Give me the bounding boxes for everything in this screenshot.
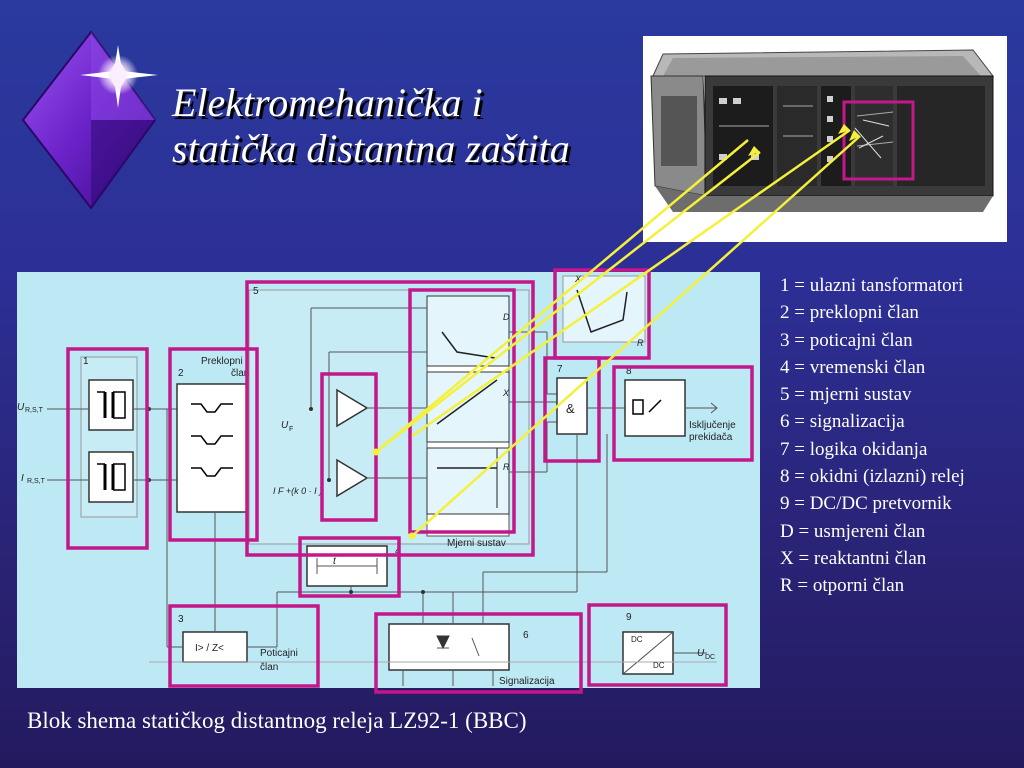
x-label: X [502,388,510,398]
u-rst-label: U [17,402,25,413]
r-char-label: R [637,338,644,348]
slide-caption: Blok shema statičkog distantnog releja L… [27,708,527,733]
title-line-1: Elektromehanička i [172,80,483,125]
block-diagram-drawing: 1 2 3 4 5 6 7 8 9 Preklopni član Poticaj… [17,274,736,687]
preklopni-clan-label: član [231,368,249,379]
legend-list: 1 = ulazni tansformatori 2 = preklopni č… [780,272,1020,600]
prekidaca-label: prekidača [689,432,733,443]
legend-item: X = reaktantni član [780,547,927,569]
i-rst-label: I [21,473,24,484]
legend-item: 5 = mjerni sustav [780,384,912,406]
block-1-number: 1 [83,356,89,367]
block-5-number: 5 [253,286,259,297]
mjerni-sustav-label: Mjerni sustav [447,538,506,549]
d-label: D [503,312,510,322]
block-7-number: 7 [557,364,563,375]
legend-item: 1 = ulazni tansformatori [780,275,964,296]
legend-item: R = otporni član [780,575,905,597]
dc-top-label: DC [631,635,643,644]
block-diagram: 1 2 3 4 5 6 7 8 9 Preklopni član Poticaj… [17,272,760,688]
uf-label: U [281,420,289,431]
starter-label: I> / Z< [195,643,224,654]
iskljucenje-label: Isključenje [689,420,736,431]
x-char-label: X [574,274,582,284]
uf-subscript: F [289,426,293,433]
relay-photo [643,36,1007,242]
block-3-number: 3 [178,614,184,625]
block-4-number: 4 [395,546,401,557]
legend-item: D = usmjereni član [780,520,926,542]
dc-bottom-label: DC [653,661,665,670]
title-line-2: statička distantna zaštita [172,126,570,171]
legend-item: 7 = logika okidanja [780,438,928,460]
relay-photo-drawing [643,36,1007,242]
legend-item: 8 = okidni (izlazni) relej [780,466,965,488]
poticajni-label: Poticajni [260,648,298,659]
and-gate-label: & [566,401,575,416]
signalizacija-label: Signalizacija [499,676,555,687]
block-6-number: 6 [523,630,529,641]
legend-item: 2 = preklopni član [780,302,919,324]
legend-item: 6 = signalizacija [780,411,905,433]
diamond-star-ornament [21,30,158,210]
u-rst-subscript: R,S,T [25,407,44,414]
udc-label: U [697,648,705,659]
i-rst-subscript: R,S,T [27,478,46,485]
block-2-number: 2 [178,368,184,379]
preklopni-label: Preklopni [201,356,243,367]
udc-subscript: DC [705,654,715,661]
slide-title: Elektromehanička i statička distantna za… [172,80,642,172]
block-8-number: 8 [626,366,632,377]
legend-item: 4 = vremenski član [780,356,926,378]
legend-item: 9 = DC/DC pretvornik [780,493,952,515]
poticajni-clan-label: član [260,662,278,673]
if-expression: I F +(k 0 · I ) [273,486,322,496]
legend-item: 3 = poticajni član [780,329,913,351]
r-label: R [503,462,510,472]
block-9-number: 9 [626,612,632,623]
